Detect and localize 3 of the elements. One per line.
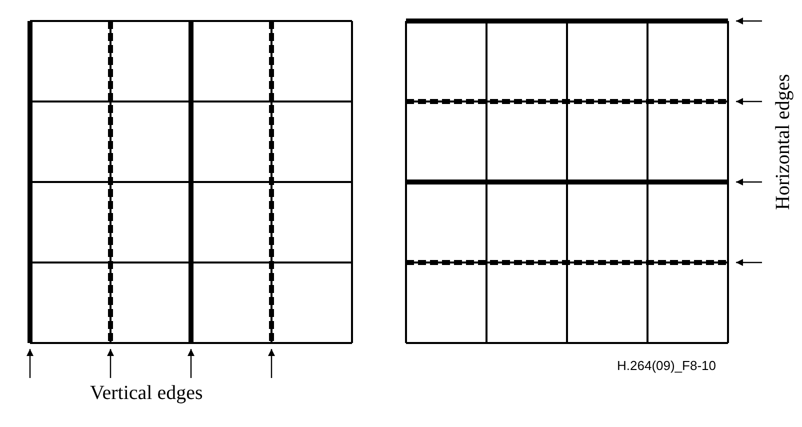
axis-caption: Horizontal edges [772, 74, 794, 210]
figure-id: H.264(09)_F8-10 [617, 358, 716, 373]
axis-caption: Vertical edges [90, 382, 203, 405]
